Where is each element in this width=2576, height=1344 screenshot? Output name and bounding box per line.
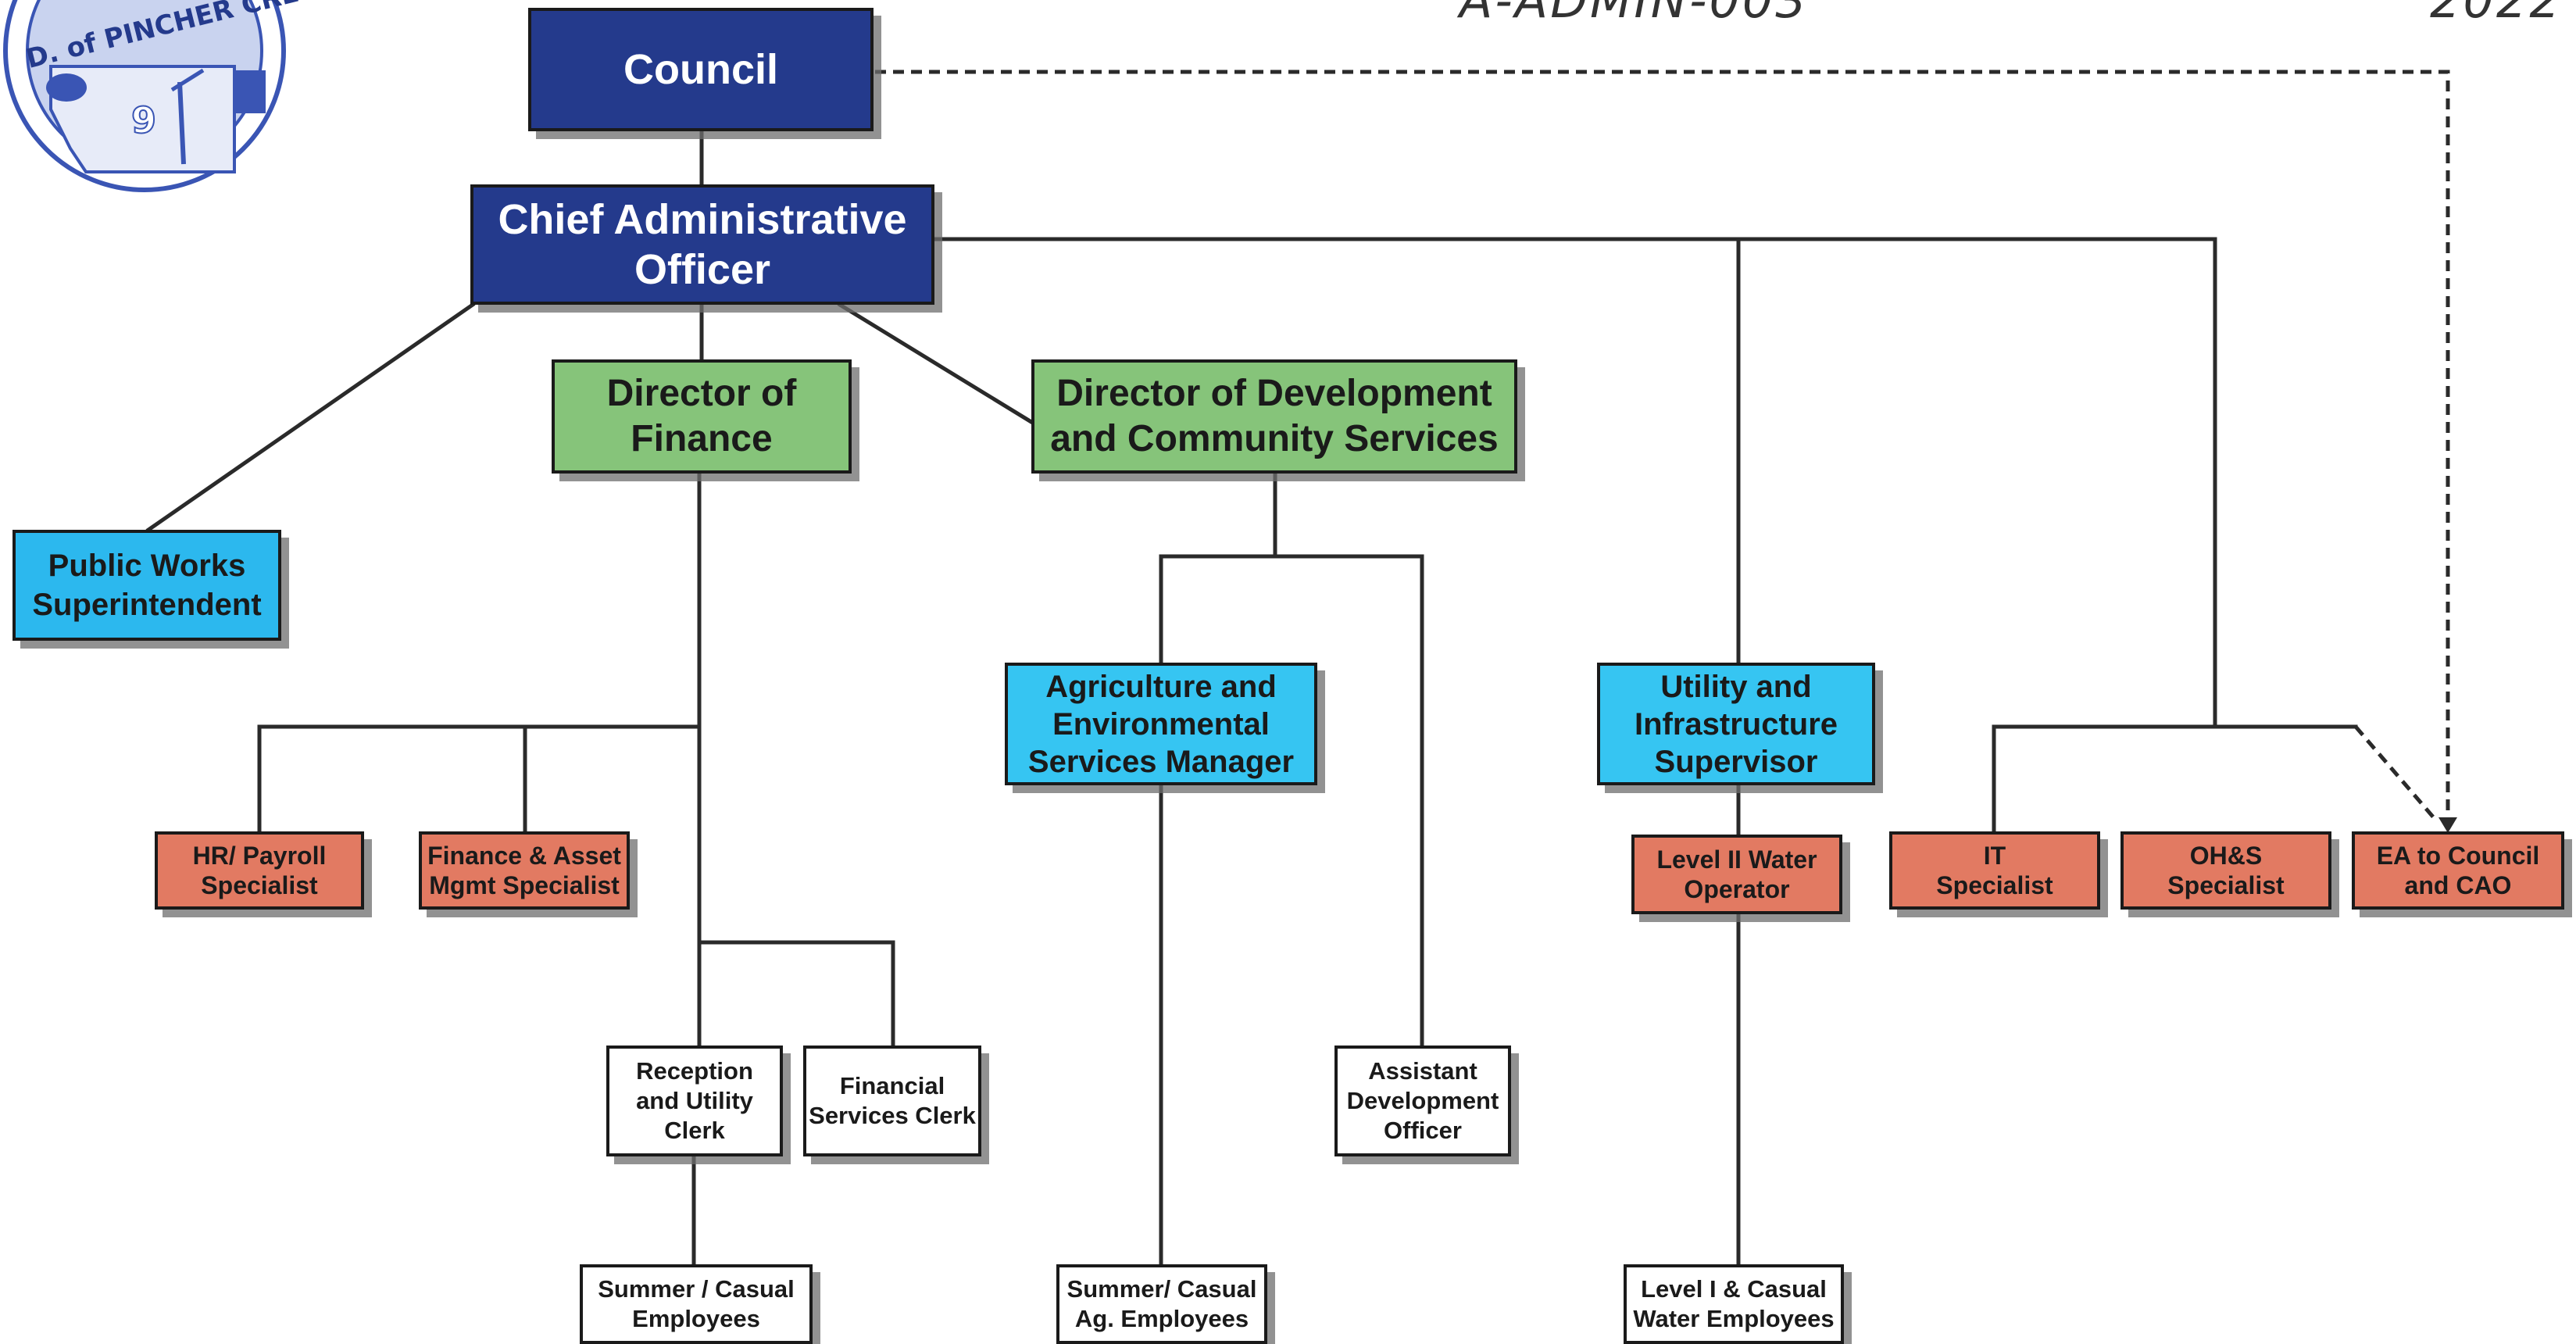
ea-council-box: EA to Council and CAO xyxy=(2352,831,2564,910)
cao-box: Chief Administrative Officer xyxy=(470,184,934,305)
director-finance-box: Director of Finance xyxy=(552,359,852,474)
ea-council-label: EA to Council and CAO xyxy=(2376,842,2540,899)
summer-casual-box: Summer / Casual Employees xyxy=(580,1264,813,1344)
ag-env-manager-box: Agriculture and Environmental Services M… xyxy=(1005,663,1317,785)
utility-supervisor-box: Utility and Infrastructure Supervisor xyxy=(1597,663,1875,785)
level1-casual-label: Level I & Casual Water Employees xyxy=(1633,1275,1835,1332)
cao-label: Chief Administrative Officer xyxy=(498,196,907,293)
council-box: Council xyxy=(528,8,874,131)
doc-code: A-ADMIN-003 xyxy=(1459,0,1809,29)
council-label: Council xyxy=(623,46,778,93)
it-specialist-label: IT Specialist xyxy=(1936,842,2053,899)
public-works-label: Public Works Superintendent xyxy=(32,549,262,622)
asst-dev-officer-label: Assistant Development Officer xyxy=(1346,1057,1499,1144)
financial-clerk-box: Financial Services Clerk xyxy=(803,1046,981,1156)
ag-env-manager-label: Agriculture and Environmental Services M… xyxy=(1027,669,1295,779)
ohs-specialist-box: OH&S Specialist xyxy=(2120,831,2331,910)
hr-payroll-label: HR/ Payroll Specialist xyxy=(192,842,327,899)
doc-year: 2022 xyxy=(2430,0,2563,29)
public-works-box: Public Works Superintendent xyxy=(13,530,281,641)
summer-ag-box: Summer/ Casual Ag. Employees xyxy=(1056,1264,1267,1344)
finance-asset-box: Finance & Asset Mgmt Specialist xyxy=(419,831,630,910)
director-development-label: Director of Development and Community Se… xyxy=(1050,373,1499,459)
reception-clerk-label: Reception and Utility Clerk xyxy=(636,1057,753,1144)
summer-ag-label: Summer/ Casual Ag. Employees xyxy=(1066,1275,1257,1332)
reception-clerk-box: Reception and Utility Clerk xyxy=(606,1046,783,1156)
financial-clerk-label: Financial Services Clerk xyxy=(809,1072,976,1129)
hr-payroll-box: HR/ Payroll Specialist xyxy=(155,831,364,910)
it-specialist-box: IT Specialist xyxy=(1889,831,2100,910)
summer-casual-label: Summer / Casual Employees xyxy=(598,1275,795,1332)
level2-water-box: Level II Water Operator xyxy=(1631,835,1842,914)
asst-dev-officer-box: Assistant Development Officer xyxy=(1334,1046,1511,1156)
ohs-specialist-label: OH&S Specialist xyxy=(2167,842,2285,899)
logo-number: 9 xyxy=(131,99,156,141)
md-pincher-creek-seal-icon: 9 D. of PINCHER CREEK xyxy=(3,0,313,192)
utility-supervisor-label: Utility and Infrastructure Supervisor xyxy=(1634,669,1838,779)
director-finance-label: Director of Finance xyxy=(606,373,797,459)
finance-asset-label: Finance & Asset Mgmt Specialist xyxy=(427,842,621,899)
level1-casual-box: Level I & Casual Water Employees xyxy=(1624,1264,1844,1344)
level2-water-label: Level II Water Operator xyxy=(1656,845,1817,903)
director-development-box: Director of Development and Community Se… xyxy=(1031,359,1517,474)
